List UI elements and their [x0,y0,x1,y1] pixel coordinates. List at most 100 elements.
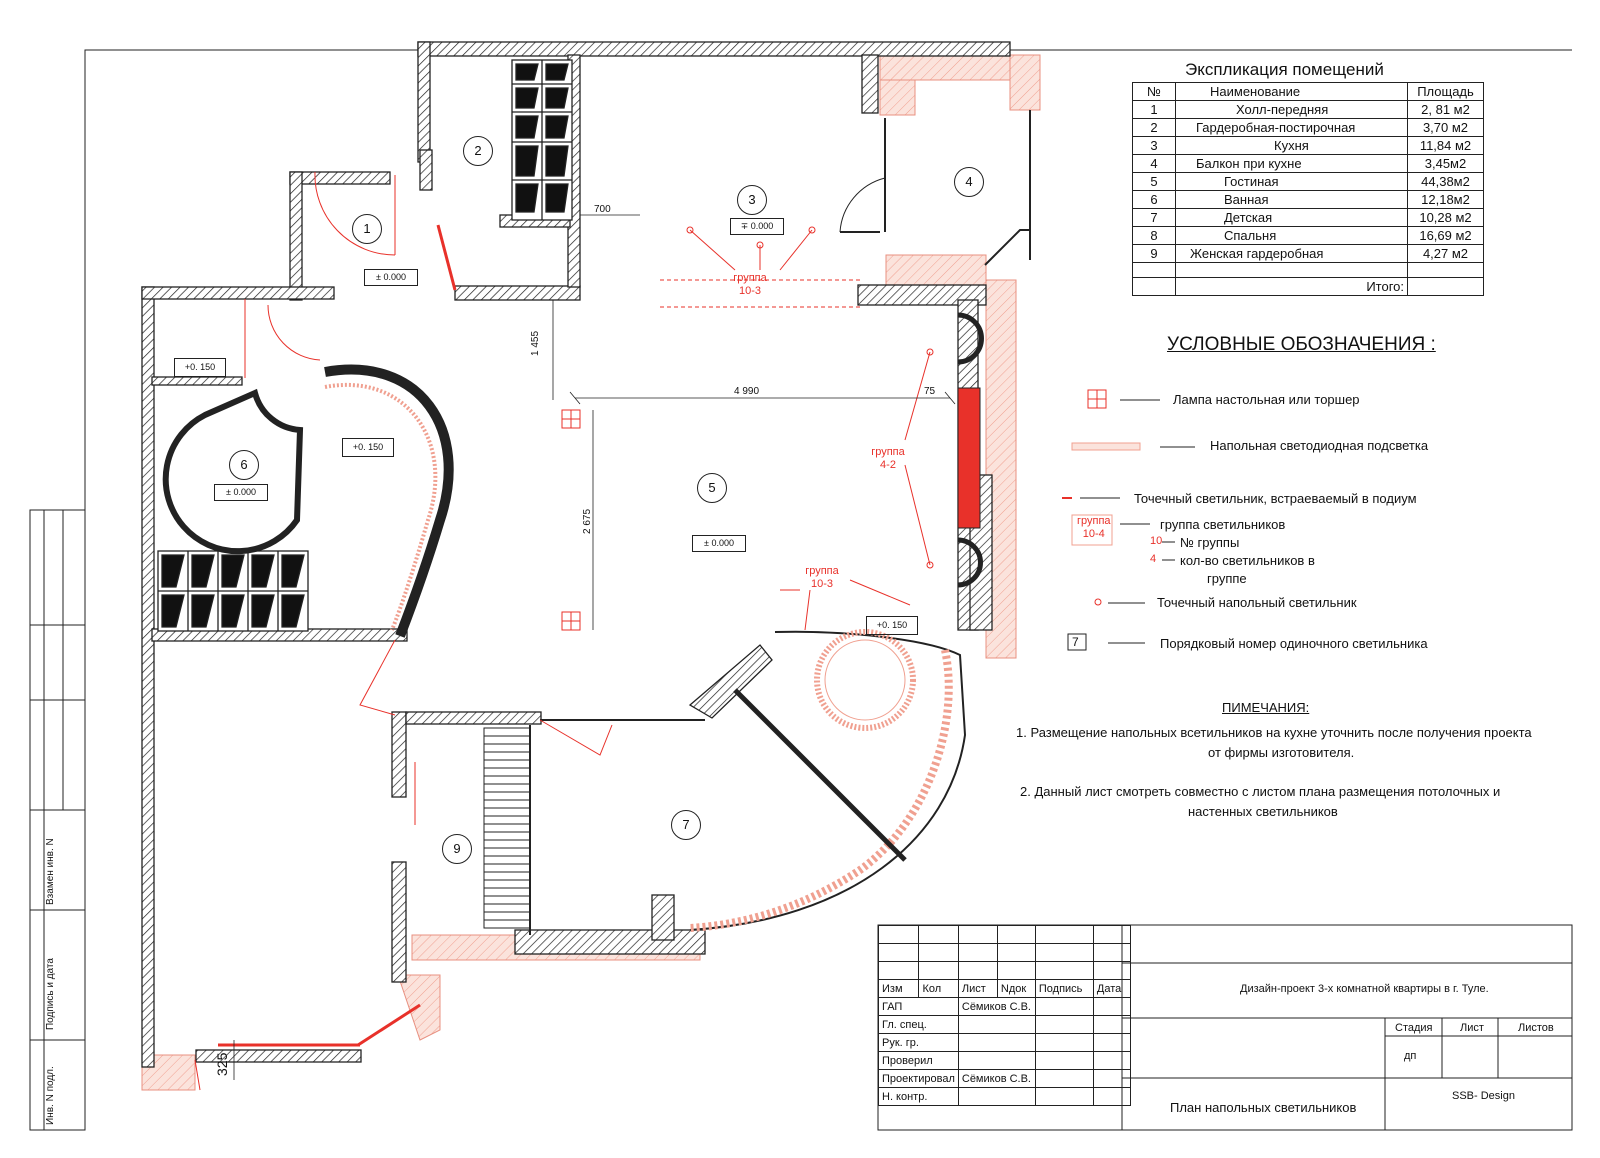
row-name: Гостиная [1175,172,1408,191]
legend-dashes [1067,399,1195,651]
stamp-sheet-title: План напольных светильников [1170,1100,1357,1115]
row-area: 4,27 м2 [1407,244,1484,263]
row-name: Балкон при кухне [1175,154,1408,173]
bath-circle [162,388,304,555]
room-number-3: 3 [737,185,767,215]
level-mark-3: ∓ 0.000 [730,218,784,235]
dimension-2675: 2 675 [582,508,593,534]
table-header-row: № Наименование Площадь [1132,82,1484,101]
legend-group-no-text: № группы [1180,535,1240,550]
stamp-col-kol: Кол [918,979,959,998]
explication-title: Экспликация помещений [1185,60,1384,79]
group-label-line2: 4-2 [880,459,896,471]
stamp-gap: ГАП [878,997,959,1016]
legend-title: УСЛОВНЫЕ ОБОЗНАЧЕНИЯ : [1167,334,1436,355]
header-name: Наименование [1175,82,1408,101]
side-stamp [29,509,86,1131]
dimension-lines [233,214,956,1080]
row-area: 2, 81 м2 [1407,100,1484,119]
bedroom-angled-wall [688,644,773,719]
stamp-col-izm: Изм [877,979,920,998]
red-feature-wall [957,387,981,529]
curved-led-bedroom [689,649,953,932]
row-no: 6 [1132,190,1176,209]
row-no: 1 [1132,100,1176,119]
group-label-line1: группа [871,446,905,458]
group-lines-red [660,229,931,631]
legend-group-no-value: 10 [1150,535,1163,547]
title-block-frame [877,924,1573,1131]
stamp-col-podpis: Подпись [1034,979,1094,998]
row-no: 2 [1132,118,1176,137]
level-mark-6: ± 0.000 [214,484,268,501]
stamp-n-kontr: Н. контр. [878,1087,959,1106]
row-no: 4 [1132,154,1176,173]
room-number-1: 1 [352,214,382,244]
floor-spots [686,226,934,569]
note-2b: настенных светильников [1188,804,1338,819]
legend-group-count-text2: группе [1207,571,1247,586]
stamp-proveril: Проверил [878,1051,959,1070]
group-label-10-3-kitchen: группа 10-3 [728,272,772,298]
note-1a: 1. Размещение напольных всетильников на … [1016,725,1532,740]
row-name: Спальня [1175,226,1408,245]
level-mark-1: ± 0.000 [364,269,418,286]
legend-single-no-text: Порядковый номер одиночного светильника [1160,636,1428,651]
legend-floor-spot: Точечный напольный светильник [1157,595,1357,610]
dimension-1455: 1 455 [530,330,541,356]
row-name: Гардеробная-постирочная [1175,118,1408,137]
total-label: Итого: [1175,277,1408,296]
row-name: Детская [1175,208,1408,227]
stamp-gap-name: Сёмиков С.В. [957,997,1036,1016]
floor-lamps [561,409,581,631]
row-no: 5 [1132,172,1176,191]
dimension-325: 325 [214,1052,230,1076]
room-number-5: 5 [697,473,727,503]
podium-mark-1: +0. 150 [174,358,226,377]
stamp-project-name: Дизайн-проект 3-х комнатной квартиры в г… [1240,983,1489,995]
legend-single-no-box: 7 [1072,635,1079,649]
stamp-stage-value: дп [1404,1050,1417,1062]
dimension-75: 75 [924,386,936,397]
group-label-line2: 10-3 [810,578,834,590]
side-vzamen: Взамен инв. N [45,838,56,905]
dimension-4990: 4 990 [734,386,760,397]
stamp-listov: Листов [1518,1022,1554,1034]
stamp-col-list: Лист [957,979,998,998]
room-number-2: 2 [463,136,493,166]
group-label-line1: группа [805,565,839,577]
note-1b: от фирмы изготовителя. [1208,745,1355,760]
legend-group-count-text: кол-во светильников в [1180,553,1315,568]
stamp-col-ndok: Nдок [996,979,1036,998]
stamp-gl-spec: Гл. спец. [878,1015,959,1034]
curved-exterior-bedroom [689,630,967,931]
row-name: Холл-передняя [1175,100,1408,119]
row-area: 12,18м2 [1407,190,1484,209]
legend-symbols [1062,389,1141,606]
table-total-row: Итого: [1132,277,1484,296]
stamp-proektiroval: Проектировал [878,1069,959,1088]
note-2a: 2. Данный лист смотреть совместно с лист… [1020,784,1501,799]
legend-floor-lamp: Лампа настольная или торшер [1173,392,1360,407]
stamp-proekt-name: Сёмиков С.В. [957,1069,1036,1088]
row-area: 10,28 м2 [1407,208,1484,227]
group-label-line1: группа [733,272,767,284]
row-name: Женская гардеробная [1175,244,1408,263]
wardrobe-cells-6 [157,550,309,632]
podium-mark-2: +0. 150 [342,438,394,457]
row-area: 3,45м2 [1407,154,1484,173]
shelves-9 [483,727,531,929]
curved-wall-bath [324,364,454,638]
header-no: № [1132,82,1176,101]
